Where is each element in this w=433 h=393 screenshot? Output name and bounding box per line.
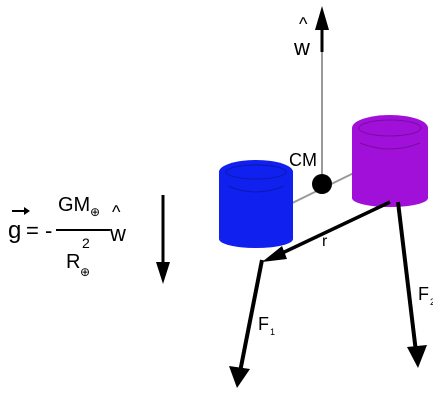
equation-numerator: GM bbox=[58, 194, 90, 216]
equation-unit: w bbox=[109, 221, 126, 246]
g-vector-bar-head bbox=[24, 207, 30, 215]
equation-denominator-sub: ⊕ bbox=[80, 265, 90, 279]
f2-sub: 2 bbox=[430, 297, 433, 307]
f1-sub: 1 bbox=[270, 327, 275, 337]
equation-lhs: g bbox=[8, 217, 21, 244]
equation-equals-minus: = - bbox=[26, 218, 52, 243]
r-vector-arrowhead bbox=[262, 246, 287, 262]
f1-vector bbox=[238, 259, 264, 373]
equation-numerator-sub: ⊕ bbox=[90, 205, 100, 219]
blue-cylinder bbox=[219, 160, 293, 248]
equation-unit-caret: ^ bbox=[112, 202, 121, 222]
w-hat-caret: ^ bbox=[299, 14, 308, 34]
f1-vector-arrowhead bbox=[229, 366, 250, 388]
purple-cylinder bbox=[352, 115, 428, 207]
f1-label: F bbox=[258, 314, 269, 334]
r-vector bbox=[275, 200, 391, 258]
gravity-arrowhead bbox=[156, 262, 170, 284]
equation-denominator-exp: 2 bbox=[82, 235, 90, 251]
w-hat-label: w bbox=[293, 35, 310, 60]
gravity-equation: g = - GM ⊕ 2 R ⊕ ^ w bbox=[8, 194, 126, 279]
equation-denominator: R bbox=[66, 251, 80, 273]
cm-label: CM bbox=[289, 150, 317, 170]
f2-vector bbox=[396, 201, 418, 353]
r-label: r bbox=[322, 233, 328, 250]
f2-label: F bbox=[418, 284, 429, 304]
center-of-mass-point bbox=[312, 174, 332, 194]
f2-vector-arrowhead bbox=[407, 345, 427, 368]
w-axis-arrowhead bbox=[315, 6, 329, 30]
